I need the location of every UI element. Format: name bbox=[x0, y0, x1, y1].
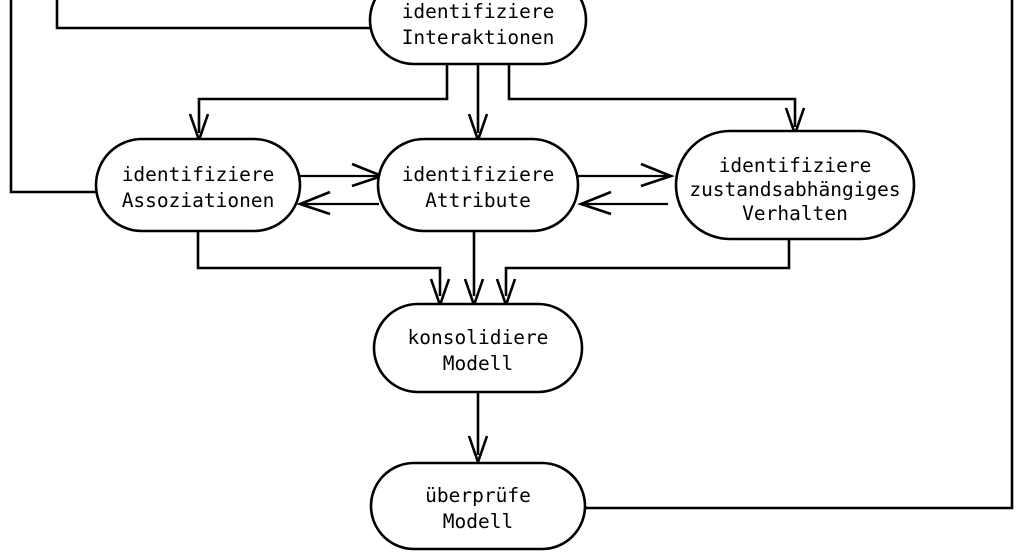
node-label-interaktionen-line2: Interaktionen bbox=[402, 26, 555, 49]
node-label-attribute-line2: Attribute bbox=[425, 189, 531, 212]
node-identifiziere-attribute[interactable]: identifiziere Attribute bbox=[376, 137, 580, 233]
node-shape-assoziationen bbox=[94, 137, 302, 233]
edge-assoziationen-to-konsolidiere bbox=[196, 231, 442, 296]
node-label-zustandsverhalten-line1: identifiziere bbox=[719, 154, 872, 177]
edge-interaktionen-to-zustandsverhalten bbox=[507, 64, 797, 127]
arrowhead-attribute-zustandsverhalten bbox=[640, 162, 675, 188]
node-label-ueberpruefe-line1: überprüfe bbox=[425, 484, 531, 507]
edge-interaktionen-to-assoziationen bbox=[197, 64, 449, 133]
node-label-zustandsverhalten-line2: zustandsabhängiges bbox=[689, 178, 900, 201]
node-identifiziere-zustandsabhaengiges-verhalten[interactable]: identifiziere zustandsabhängiges Verhalt… bbox=[674, 129, 916, 241]
node-identifiziere-interaktionen[interactable]: identifiziere Interaktionen bbox=[368, 0, 588, 66]
node-label-ueberpruefe-line2: Modell bbox=[443, 510, 513, 533]
node-label-konsolidiere-line2: Modell bbox=[443, 352, 513, 375]
edge-ueberpruefe-to-offpage-right bbox=[585, 0, 1014, 510]
node-konsolidiere-modell[interactable]: konsolidiere Modell bbox=[372, 302, 584, 394]
arrowhead-attribute-assoziationen bbox=[296, 190, 331, 216]
node-shape-zustandsverhalten bbox=[674, 129, 916, 241]
edge-offpage-left-outer-to-assoziationen bbox=[9, 0, 96, 194]
node-label-interaktionen-line1: identifiziere bbox=[402, 0, 555, 23]
node-shape-ueberpruefe bbox=[369, 461, 587, 551]
node-identifiziere-assoziationen[interactable]: identifiziere Assoziationen bbox=[94, 137, 302, 233]
edge-zustandsverhalten-to-konsolidiere bbox=[504, 239, 791, 296]
node-label-zustandsverhalten-line3: Verhalten bbox=[742, 202, 848, 225]
node-shape-konsolidiere bbox=[372, 302, 584, 394]
node-label-assoziationen-line2: Assoziationen bbox=[122, 189, 275, 212]
node-label-assoziationen-line1: identifiziere bbox=[122, 163, 275, 186]
node-label-konsolidiere-line1: konsolidiere bbox=[408, 326, 549, 349]
arrowhead-zustandsverhalten-attribute bbox=[577, 190, 612, 216]
node-label-attribute-line1: identifiziere bbox=[402, 163, 555, 186]
node-ueberpruefe-modell[interactable]: überprüfe Modell bbox=[369, 461, 587, 551]
node-shape-attribute bbox=[376, 137, 580, 233]
edge-offpage-left-inner-to-interaktionen bbox=[55, 0, 370, 30]
node-shape-interaktionen bbox=[368, 0, 588, 66]
